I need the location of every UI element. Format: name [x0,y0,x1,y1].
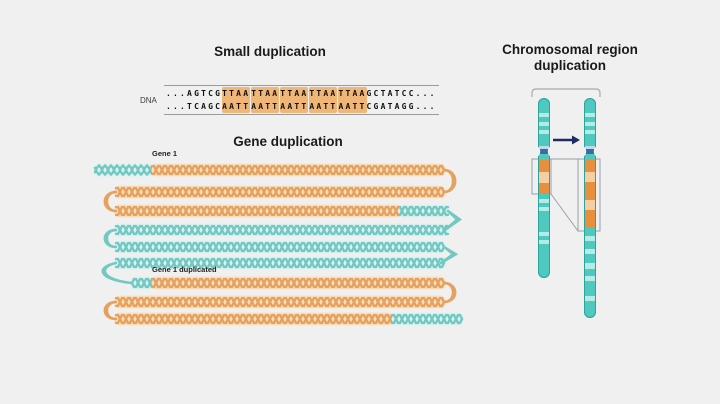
chromosome-bracket [531,88,601,97]
helix-strand [390,313,464,325]
helix-strand [114,313,394,325]
helix-strand [150,164,446,176]
sequence-repeat-unit: AATT [309,100,338,113]
dna-sequence: ...AGTCGTTAATTAATTAATTAATTAAGCTATCC... .… [164,85,439,115]
centromere-pinch [547,147,553,156]
helix-strand [114,296,446,308]
sequence-flank: ...AGTCG [166,89,223,98]
helix-turn [101,261,134,285]
gene1-duplicated-label: Gene 1 duplicated [152,265,217,274]
helix-turn [442,281,457,304]
helix-strand [114,224,450,236]
chromosomal-duplication-title: Chromosomal region duplication [478,42,662,74]
helix-turn [103,190,118,213]
helix-strand [114,257,446,269]
gene-duplication-helix [93,163,464,326]
sequence-flank: CGATAGG... [366,102,437,111]
chromosomal-title-line2: duplication [534,58,606,73]
helix-strand [114,205,402,217]
helix-turn [443,209,463,232]
chromosome-duplicated [581,98,599,318]
sequence-repeat-unit: TTAA [251,87,280,100]
sequence-repeat-unit: TTAA [338,87,367,100]
small-duplication-title: Small duplication [214,44,326,59]
sequence-repeat-unit: AATT [222,100,251,113]
sequence-repeat-unit: AATT [280,100,309,113]
centromere-pinch [581,147,587,156]
sequence-flank: GCTATCC... [366,89,437,98]
helix-strand [130,277,154,289]
helix-strand [150,277,446,289]
helix-turn [439,245,459,265]
gene-duplication-title: Gene duplication [233,134,343,149]
helix-turn [103,228,118,249]
dna-label: DNA [140,96,157,105]
region-map-line-bottom [550,193,579,232]
chromosomal-duplication-figure [531,88,601,318]
duplication-arrow-icon [553,135,580,145]
sequence-repeat-unit: AATT [251,100,280,113]
sequence-flank: ...TCAGC [166,102,223,111]
helix-strand [93,163,153,177]
gene1-label: Gene 1 [152,149,178,158]
helix-strand [114,186,446,198]
chromosome-original [535,98,553,278]
helix-turn [442,168,457,194]
dna-strand-bottom: ...TCAGCAATTAATTAATTAATTAATTCGATAGG... [166,100,437,113]
sequence-repeat-unit: TTAA [309,87,338,100]
helix-turn [103,300,118,321]
centromere-pinch [535,147,541,156]
sequence-repeat-unit: AATT [338,100,367,113]
dna-strand-top: ...AGTCGTTAATTAATTAATTAATTAAGCTATCC... [166,87,437,100]
helix-strand [398,205,450,217]
chromosomal-title-line1: Chromosomal region [502,42,638,57]
helix-strand [130,277,154,289]
helix-strand [114,241,446,253]
sequence-repeat-unit: TTAA [280,87,309,100]
centromere-pinch [593,147,599,156]
sequence-repeat-unit: TTAA [222,87,251,100]
helix-strand [93,163,153,177]
